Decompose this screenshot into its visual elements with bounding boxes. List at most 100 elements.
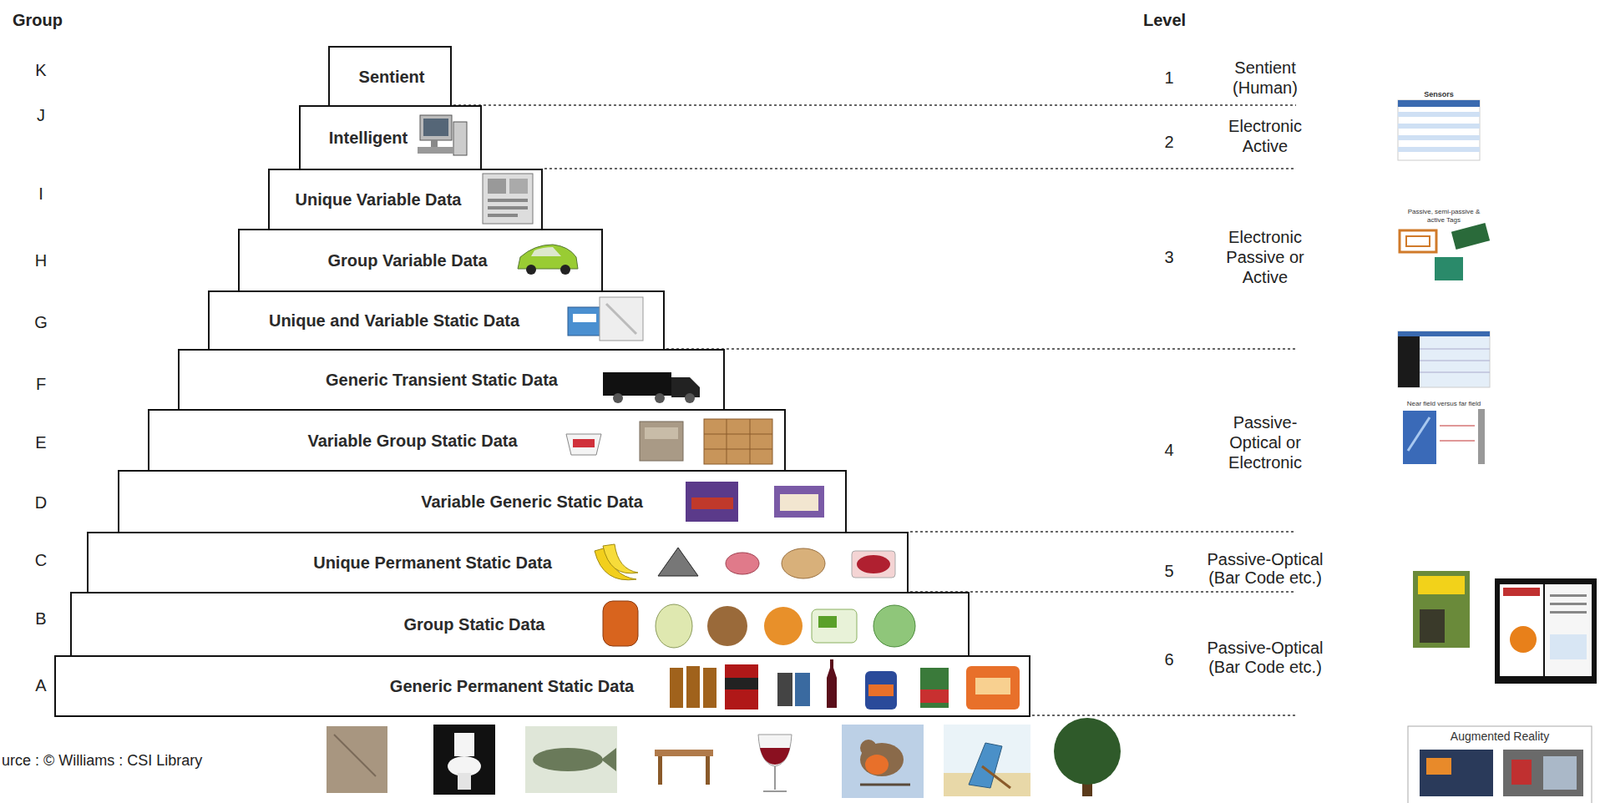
produce-icon-part [655, 604, 693, 649]
rfid-table-thumbnail-part [1419, 360, 1490, 362]
produce-icon-part [602, 601, 638, 647]
object-photo-part [763, 790, 787, 793]
near-far-field-thumbnail-part [1439, 425, 1475, 427]
tier-label: Variable Group Static Data [307, 430, 517, 451]
product-icon-part [639, 421, 684, 461]
near-far-field-thumbnail-part [1478, 409, 1485, 465]
object-photo-part [601, 748, 617, 772]
sensors-thumbnail-part [1397, 100, 1480, 161]
dotted-separator-part [910, 531, 1297, 533]
tier-label: Unique and Variable Static Data [268, 310, 520, 331]
print-media-thumbnail-part [1549, 611, 1587, 614]
grocery-icon-part [868, 684, 894, 697]
tags-thumbnail-part [1434, 257, 1464, 281]
grocery-icon-part [777, 673, 793, 707]
print-media-thumbnail-part [1417, 576, 1465, 595]
group-letter: E [35, 432, 46, 453]
print-media-thumbnail-part [1499, 584, 1544, 677]
product-icon-part [774, 486, 825, 518]
rfid-table-thumbnail-part [1419, 372, 1490, 374]
level-number: 2 [1164, 131, 1174, 152]
near-far-field-thumbnail-part [1407, 417, 1430, 451]
computer-icon [417, 115, 467, 156]
object-photo-part [532, 748, 603, 772]
augmented-reality-thumbnail-part [1503, 749, 1584, 797]
package-icon-part [572, 313, 597, 323]
rfid-table-thumbnail [1397, 331, 1490, 388]
truck-icon-part [612, 393, 623, 404]
grocery-icon-part [724, 678, 759, 690]
truck-icon-part [684, 393, 695, 404]
print-media-thumbnail-part [1412, 571, 1470, 649]
product-icon-part [726, 419, 728, 465]
pyramid-tier: Intelligent [298, 105, 482, 171]
rfid-table-thumbnail-part [1397, 331, 1490, 337]
grocery-icon-part [920, 689, 949, 704]
document-icon-part [509, 178, 528, 194]
object-photo-part [525, 726, 618, 794]
object-photo-part [658, 756, 663, 785]
group-letter: D [35, 492, 47, 513]
document-icon-part [482, 173, 533, 224]
object-photo-part [654, 749, 714, 757]
object-photo-part [774, 766, 776, 790]
grocery-icon-part [920, 668, 949, 709]
group-letter: I [38, 183, 44, 204]
car-icon-part [531, 247, 562, 257]
thumbnail-caption: Augmented Reality [1450, 729, 1550, 744]
print-media-thumbnail-part [1549, 634, 1587, 660]
object-photo-part [841, 724, 924, 799]
car-icon [517, 244, 578, 275]
rfid-table-thumbnail-part [1419, 349, 1490, 350]
grocery-icon-part [794, 673, 811, 707]
print-media-thumbnail-part [1494, 578, 1597, 684]
augmented-reality-thumbnail-part [1426, 758, 1452, 775]
object-photo-part [433, 724, 496, 795]
product-icon-part [685, 481, 739, 522]
group-letter: F [35, 374, 46, 395]
grocery-icon-part [826, 659, 837, 709]
object-photo-part [334, 734, 376, 777]
print-media-thumbnail-part [1549, 602, 1587, 606]
object-photo [326, 718, 1121, 799]
pyramid-tier: Generic Transient Static Data [177, 349, 725, 411]
product-icon-part [644, 427, 679, 440]
pyramid-tier: Generic Permanent Static Data [54, 655, 1031, 718]
dotted-separator-part [453, 104, 1297, 107]
group-letter: C [35, 550, 47, 571]
object-photo-part [759, 748, 790, 765]
car-icon-part [560, 264, 571, 275]
produce-icon [594, 544, 896, 581]
tags-thumbnail-part [1399, 230, 1437, 253]
tier-label: Group Variable Data [327, 250, 487, 271]
object-photo-part [454, 733, 475, 757]
tier-label: Generic Transient Static Data [325, 369, 558, 390]
grocery-icon-part [975, 678, 1011, 695]
produce-icon-part [818, 616, 837, 628]
pyramid-tier: Sentient [328, 45, 452, 107]
package-icon-part [567, 307, 602, 336]
product-icon [566, 419, 773, 465]
pyramid-tier: Unique and Variable Static Data [207, 290, 665, 351]
truck-icon-part [671, 377, 700, 398]
document-icon [482, 173, 533, 224]
object-photo-part [865, 754, 889, 775]
dotted-separator-part [666, 348, 1297, 350]
package-icon-part [599, 297, 644, 341]
object-photo-part [968, 743, 1003, 789]
rfid-table-thumbnail-part [1397, 331, 1490, 388]
level-name: Sentient (Human) [1210, 57, 1320, 98]
augmented-reality-thumbnail-part [1511, 759, 1532, 785]
produce-icon-part [873, 605, 916, 648]
pyramid-tier: Group Variable Data [237, 228, 603, 293]
tier-label: Sentient [359, 66, 426, 87]
group-letter: B [35, 608, 46, 629]
print-media-thumbnail-part [1544, 584, 1592, 677]
object-photo-part [758, 734, 792, 767]
group-letter: G [34, 312, 48, 333]
computer-icon-part [453, 121, 467, 156]
computer-icon-part [430, 140, 438, 147]
truck-icon [602, 372, 700, 404]
produce-icon-part [856, 555, 891, 574]
